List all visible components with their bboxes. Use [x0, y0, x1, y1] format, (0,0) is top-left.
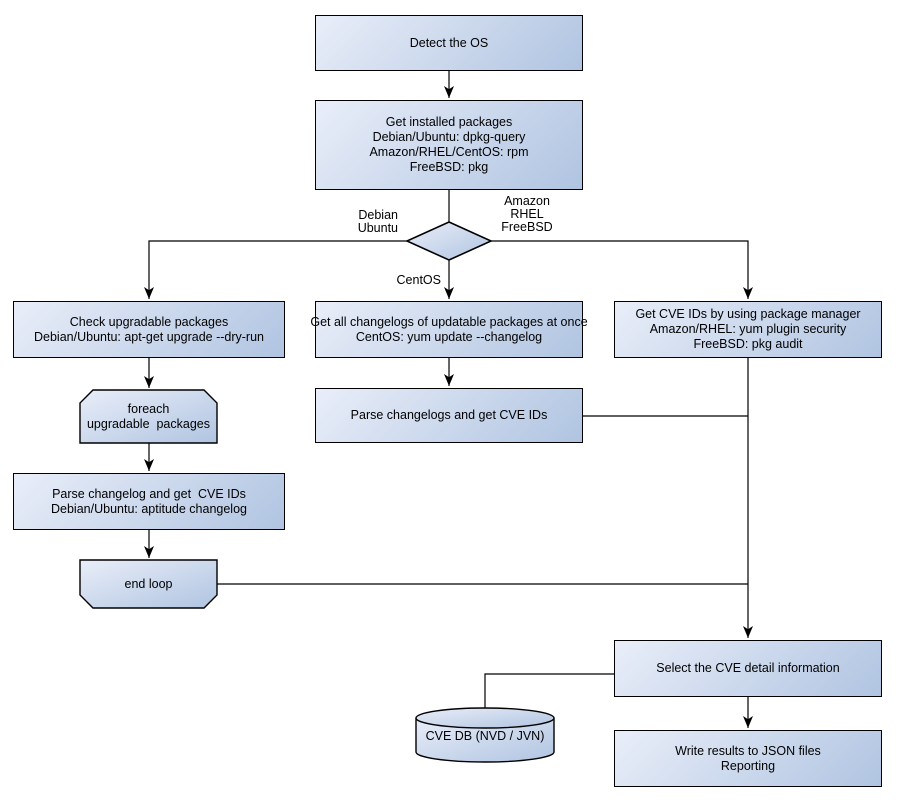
edge-label-amazon-rhel-freebsd-text: Amazon [504, 194, 550, 208]
node-write-results-text: Reporting [720, 758, 776, 773]
edge-decision-to-check-upgradable [144, 240, 407, 299]
node-write-results: Write results to JSON files Reporting [614, 730, 882, 787]
cve-db-cylinder-body [415, 718, 555, 763]
edge-label-centos: CentOS [388, 274, 441, 287]
node-detect-os-text: Detect the OS [409, 35, 489, 50]
node-check-upgradable-packages: Check upgradable packages Debian/Ubuntu:… [13, 301, 285, 358]
edge-label-amazon-rhel-freebsd: Amazon RHEL FreeBSD [498, 195, 556, 234]
node-detect-os: Detect the OS [315, 15, 583, 71]
node-select-cve-detail: Select the CVE detail information [614, 640, 882, 697]
node-get-installed-packages-text: FreeBSD: pkg [409, 160, 489, 174]
edge-select-to-cve-db [484, 673, 614, 708]
node-get-all-changelogs-text: CentOS: yum update --changelog [355, 329, 543, 344]
foreach-loop-start-shape [79, 389, 218, 444]
node-write-results-text: Write results to JSON files [675, 743, 821, 758]
node-check-upgradable-packages-text: Check upgradable packages [69, 314, 229, 329]
node-get-all-changelogs-text: Get all changelogs of updatable packages… [310, 314, 588, 329]
edge-label-debian-ubuntu: Debian Ubuntu [338, 209, 398, 235]
node-parse-changelog-debian-text: Parse changelog and get CVE IDs [52, 486, 246, 501]
node-get-installed-packages-text: Amazon/RHEL/CentOS: rpm [369, 145, 529, 159]
node-parse-changelog-debian: Parse changelog and get CVE IDs Debian/U… [13, 473, 285, 530]
cve-db-cylinder-top [415, 707, 555, 729]
node-get-cve-ids-package-manager-text: FreeBSD: pkg audit [693, 337, 803, 351]
edge-label-debian-ubuntu-text: Debian [358, 208, 398, 222]
edge-decision-to-get-cve-ids [491, 240, 753, 299]
node-end-loop-text: end loop [124, 576, 173, 591]
node-get-all-changelogs: Get all changelogs of updatable packages… [310, 301, 588, 358]
edge-label-debian-ubuntu-text: Ubuntu [357, 221, 398, 235]
node-parse-changelog-debian-text: Debian/Ubuntu: aptitude changelog [51, 501, 247, 516]
node-get-installed-packages-text: Get installed packages [385, 115, 513, 129]
edge-label-centos-text: CentOS [396, 273, 441, 287]
node-parse-changelogs-centos: Parse changelogs and get CVE IDs [315, 388, 583, 443]
end-loop-shape [79, 559, 218, 609]
os-decision-diamond [405, 221, 493, 261]
node-cve-db-text: CVE DB (NVD / JVN) [425, 728, 545, 743]
edge-label-amazon-rhel-freebsd-text: RHEL [510, 207, 544, 221]
node-get-cve-ids-package-manager-text: Get CVE IDs by using package manager [635, 307, 861, 321]
edge-label-amazon-rhel-freebsd-text: FreeBSD [501, 220, 553, 234]
node-get-installed-packages: Get installed packages Debian/Ubuntu: dp… [315, 100, 583, 190]
node-check-upgradable-packages-text: Debian/Ubuntu: apt-get upgrade --dry-run [34, 329, 264, 344]
node-parse-changelogs-centos-text: Parse changelogs and get CVE IDs [350, 408, 548, 422]
node-get-installed-packages-text: Debian/Ubuntu: dpkg-query [372, 130, 526, 144]
node-cve-db: CVE DB (NVD / JVN) [416, 714, 554, 758]
node-foreach-loop-start-text: foreach [127, 401, 170, 416]
node-foreach-loop-start-text: upgradable packages [86, 416, 210, 431]
node-foreach-loop-start: foreach upgradable packages [80, 390, 217, 443]
node-get-cve-ids-package-manager-text: Amazon/RHEL: yum plugin security [649, 322, 847, 336]
node-end-loop: end loop [80, 560, 217, 608]
node-select-cve-detail-text: Select the CVE detail information [656, 661, 840, 675]
node-get-cve-ids-package-manager: Get CVE IDs by using package manager Ama… [614, 301, 882, 358]
